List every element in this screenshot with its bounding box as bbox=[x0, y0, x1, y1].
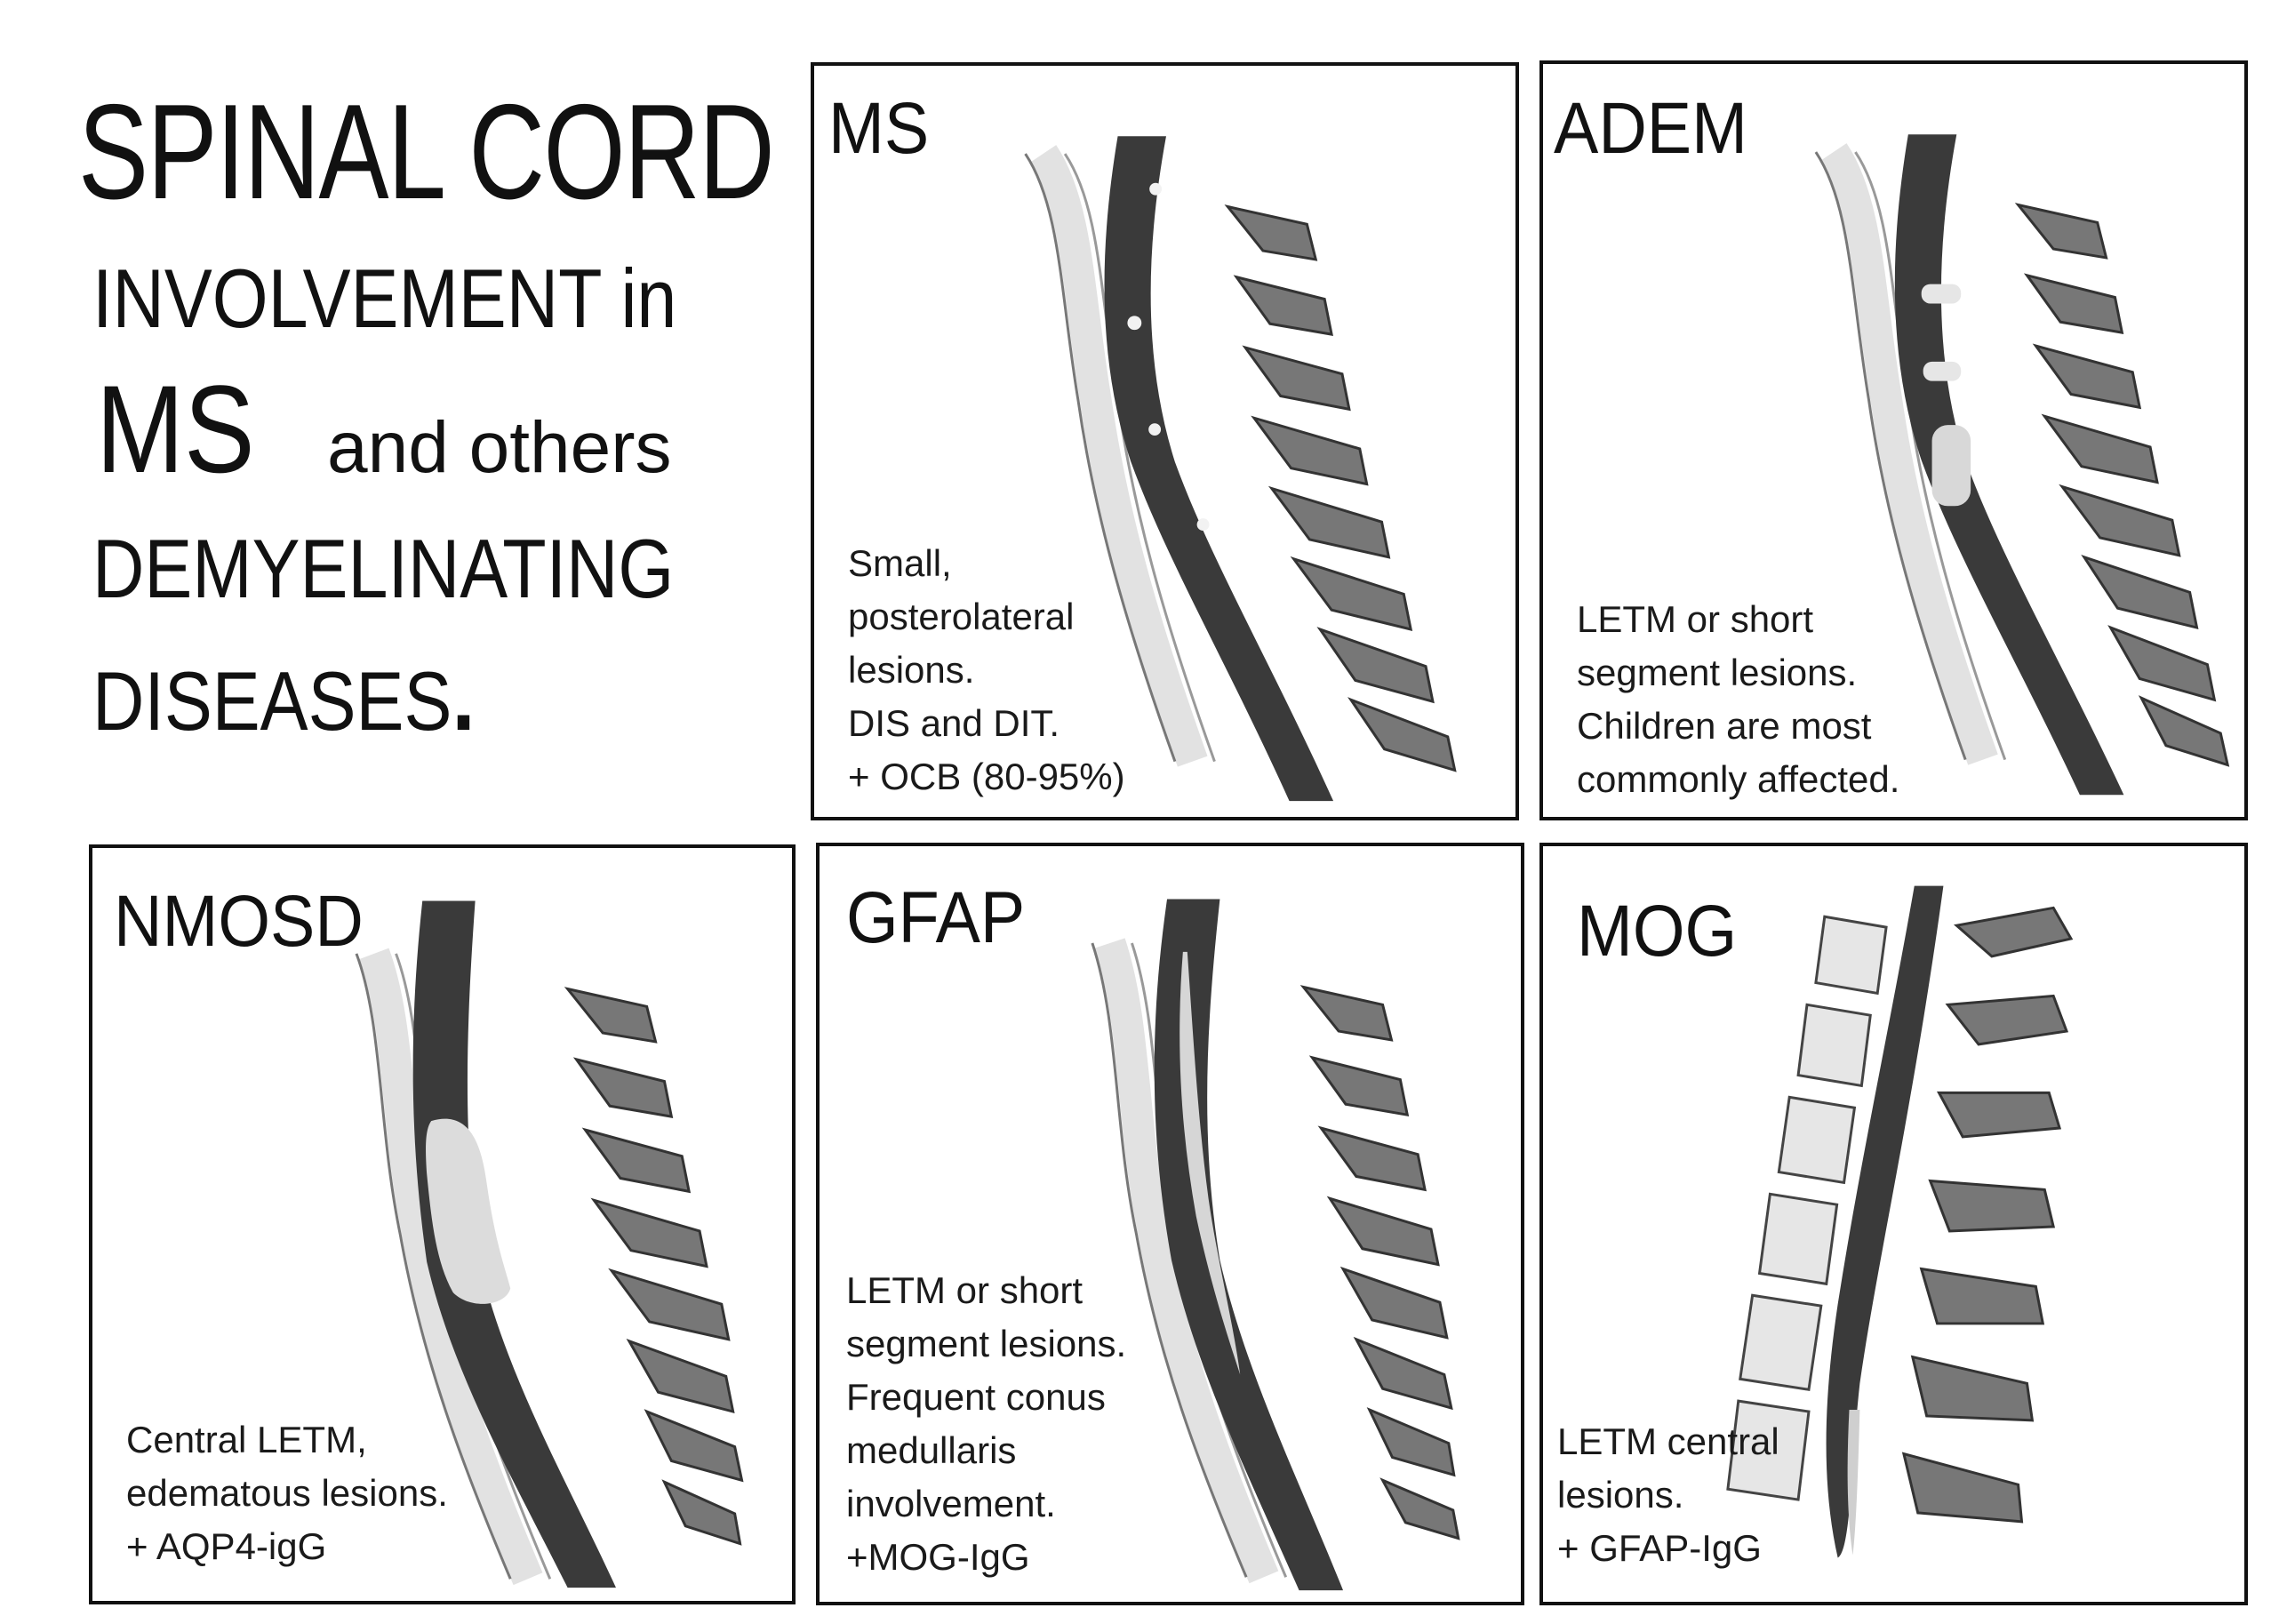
spinal-cord bbox=[1154, 899, 1344, 1591]
panel-title-ms: MS bbox=[828, 88, 930, 169]
desc-line: + GFAP-IgG bbox=[1557, 1527, 1762, 1569]
title-ms: MS bbox=[96, 359, 255, 499]
title-and-others: and others bbox=[327, 407, 672, 488]
vertebrae-posterior bbox=[1224, 204, 1457, 772]
panel-title-mog: MOG bbox=[1577, 891, 1738, 972]
desc-line: + AQP4-igG bbox=[126, 1525, 327, 1567]
panel-mog: MOG LETM central lesions. + GFAP-IgG bbox=[1539, 843, 2248, 1605]
panel-adem: ADEM LETM or short segment lesions. Chil… bbox=[1539, 60, 2248, 820]
panel-desc-nmosd: Central LETM, edematous lesions. + AQP4-… bbox=[126, 1413, 448, 1573]
desc-line: commonly affected. bbox=[1577, 758, 1900, 800]
spinal-cord bbox=[1826, 885, 1944, 1558]
desc-line: Small, bbox=[848, 542, 952, 584]
lesion-nmosd bbox=[426, 1118, 511, 1304]
desc-line: LETM or short bbox=[1577, 598, 1814, 640]
desc-line: lesions. bbox=[1557, 1474, 1684, 1516]
panel-desc-mog: LETM central lesions. + GFAP-IgG bbox=[1557, 1415, 1779, 1575]
panel-desc-ms: Small, posterolateral lesions. DIS and D… bbox=[848, 537, 1125, 804]
desc-line: segment lesions. bbox=[846, 1323, 1127, 1364]
panel-ms: MS Small, posterolateral lesions. DIS an… bbox=[811, 62, 1519, 820]
desc-line: + OCB (80-95%) bbox=[848, 756, 1125, 797]
desc-line: posterolateral bbox=[848, 596, 1075, 637]
desc-line: involvement. bbox=[846, 1483, 1056, 1524]
vertebrae-posterior bbox=[1299, 985, 1460, 1540]
spine-illustration-adem bbox=[1814, 134, 2230, 796]
lesion-mog bbox=[1847, 1410, 1860, 1556]
desc-line: LETM central bbox=[1557, 1420, 1779, 1462]
spine-illustration-ms bbox=[1024, 136, 1457, 802]
panel-title-gfap: GFAP bbox=[846, 877, 1026, 958]
desc-line: segment lesions. bbox=[1577, 652, 1858, 693]
vertebrae-posterior bbox=[564, 987, 744, 1546]
desc-line: Children are most bbox=[1577, 705, 1872, 747]
panel-title-nmosd: NMOSD bbox=[114, 881, 364, 962]
desc-line: medullaris bbox=[846, 1429, 1017, 1471]
panel-desc-adem: LETM or short segment lesions. Children … bbox=[1577, 593, 1899, 806]
desc-line: DIS and DIT. bbox=[848, 702, 1060, 744]
panel-desc-gfap: LETM or short segment lesions. Frequent … bbox=[846, 1264, 1126, 1584]
title-line-1: SPINAL CORD bbox=[78, 76, 775, 228]
lesion-gfap bbox=[1179, 951, 1241, 1375]
desc-line: edematous lesions. bbox=[126, 1472, 448, 1514]
desc-line: Frequent conus bbox=[846, 1376, 1106, 1418]
panel-gfap: GFAP LETM or short segment lesions. Freq… bbox=[816, 843, 1524, 1605]
lesions-adem bbox=[1921, 284, 1971, 507]
title-period: . bbox=[452, 642, 476, 751]
vertebrae-posterior bbox=[2014, 203, 2230, 767]
panel-title-adem: ADEM bbox=[1554, 88, 1747, 169]
desc-line: +MOG-IgG bbox=[846, 1536, 1030, 1578]
spine-illustration-gfap bbox=[1091, 899, 1460, 1591]
spinal-cord bbox=[412, 900, 617, 1588]
spinal-cord bbox=[1104, 136, 1334, 802]
title-line-5: DISEASES. bbox=[92, 648, 692, 746]
panel-nmosd: NMOSD Central LETM, edematous lesions. +… bbox=[89, 844, 796, 1604]
lesions-ms bbox=[1127, 182, 1210, 532]
desc-line: LETM or short bbox=[846, 1269, 1084, 1311]
title-diseases: DISEASES bbox=[92, 654, 452, 748]
spine-illustration-nmosd bbox=[355, 900, 744, 1588]
desc-line: lesions. bbox=[848, 649, 975, 691]
vertebral-bodies bbox=[1726, 915, 1888, 1501]
desc-line: Central LETM, bbox=[126, 1419, 367, 1460]
title-line-4: DEMYELINATING bbox=[92, 522, 675, 615]
vertebrae-posterior bbox=[1901, 906, 2074, 1524]
title-line-2: INVOLVEMENT in bbox=[92, 252, 677, 345]
spine-illustration-mog bbox=[1726, 885, 2074, 1558]
